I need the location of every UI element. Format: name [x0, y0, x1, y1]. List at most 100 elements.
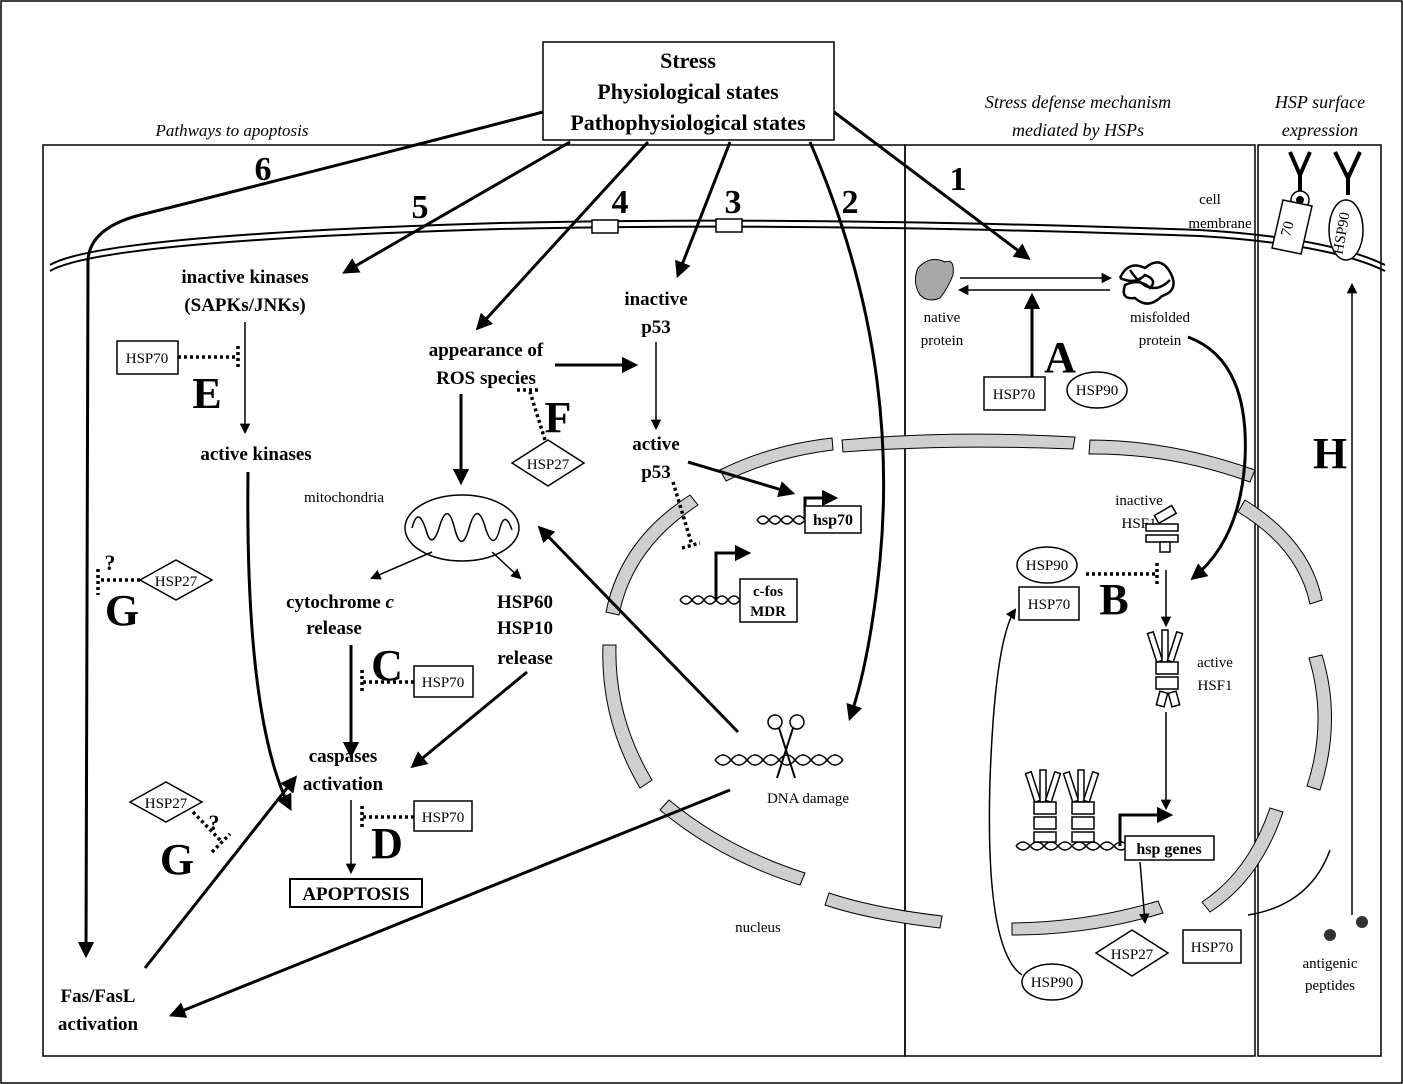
letter-a: A [1044, 333, 1076, 382]
pathway-number-1: 1 [950, 161, 967, 198]
inhibition-b-line [1086, 563, 1159, 585]
arrow-pathway-3 [675, 141, 732, 279]
hsp70-inhibitor-d: HSP70 [360, 800, 473, 832]
inhibition-f-line [517, 388, 547, 441]
arrow-pathway-1 [833, 110, 1031, 260]
arrow-dna-to-fas [168, 788, 731, 1018]
hsp70-label-product: HSP70 [1191, 940, 1234, 956]
cell-label: cell [1199, 192, 1221, 208]
hsp-genes-label: hsp genes [1136, 841, 1201, 858]
surface-title-line2: expression [1282, 120, 1358, 140]
arrow-pathway-5 [342, 140, 571, 274]
hsf1-trimer-bound-2 [1062, 769, 1100, 843]
arrow-fas-to-caspases [143, 775, 298, 969]
arrow-hsp60-to-caspases [410, 670, 528, 769]
arrow-hsp70-to-surface [1247, 849, 1331, 916]
hsp27-label-g-upper: HSP27 [155, 574, 198, 590]
caspases-label: caspases [309, 746, 378, 767]
pathway-number-2: 2 [842, 184, 859, 221]
cell-membrane [49, 218, 1386, 272]
arrow-pathway-2 [808, 141, 886, 722]
antigenic-peptide-dot [1324, 929, 1336, 941]
mitochondrion [404, 494, 520, 562]
letter-f: F [545, 393, 572, 442]
arrow-mito-to-hsp60 [491, 551, 522, 580]
misfolded-protein-label: protein [1139, 333, 1182, 349]
letter-b: B [1099, 575, 1128, 624]
inactive-p53-name: p53 [641, 317, 671, 338]
cytochrome-release-label: release [306, 618, 362, 639]
stress-label: Stress [660, 48, 716, 73]
nucleus-envelope [602, 433, 1332, 936]
inactive-hsf1-icon [1145, 504, 1179, 553]
pathway-number-5: 5 [412, 189, 429, 226]
ros-species-label: ROS species [436, 368, 536, 389]
inhibition-d-line [360, 806, 414, 828]
defense-title-line1: Stress defense mechanism [985, 92, 1171, 112]
hsp70-regulator-b: HSP70 [1018, 586, 1080, 621]
misfolded-label: misfolded [1130, 310, 1190, 326]
pathway-number-6: 6 [255, 151, 272, 188]
membrane-label: membrane [1188, 216, 1252, 232]
fas-activation-label: activation [58, 1014, 139, 1035]
hsp70-inhibitor-e: HSP70 [116, 340, 240, 375]
mdr-label: MDR [750, 604, 786, 620]
surface-panel [1257, 144, 1382, 1057]
cfos-mdr-gene: c-fos MDR [679, 544, 798, 623]
hsp70-gene: hsp70 [756, 489, 862, 534]
arrow-feedback-to-hsf1 [988, 608, 1023, 976]
hsp70-label-c: HSP70 [422, 675, 465, 691]
native-label: native [924, 310, 961, 326]
stress-arrows [77, 110, 1031, 959]
ros-appearance-label: appearance of [429, 340, 544, 361]
pathophysiological-label: Pathophysiological states [570, 110, 806, 135]
antigenic-peptide-dot [1356, 916, 1368, 928]
question-mark-lower: ? [209, 810, 220, 835]
inhibition-g-upper-line [96, 569, 140, 595]
caspases-activation-label: activation [303, 774, 384, 795]
pathways-title: Pathways to apoptosis [154, 121, 308, 140]
arrow-pathway-4 [475, 140, 650, 331]
hsp90-regulator-b: HSP90 [1016, 546, 1078, 584]
physiological-label: Physiological states [597, 79, 779, 104]
surface-title-line1: HSP surface [1274, 92, 1365, 112]
arrow-dna-to-mitochondria [537, 525, 740, 734]
hsp90-label-b: HSP90 [1026, 558, 1069, 574]
active-hsf1-name: HSF1 [1197, 678, 1232, 694]
arrow-kinases-to-caspases [246, 471, 292, 811]
hsp70-label-b: HSP70 [1028, 597, 1071, 613]
letter-c: C [371, 641, 403, 690]
hsp10-release-label: HSP10 [497, 618, 553, 639]
arrow-pathway-6 [77, 110, 544, 959]
inactive-kinases-label: inactive kinases [181, 267, 308, 288]
hsp70-label-e: HSP70 [126, 351, 169, 367]
hsp90-label-product: HSP90 [1031, 975, 1074, 991]
letter-g-upper: G [105, 586, 139, 635]
hsp60-release-label: HSP60 [497, 592, 553, 613]
active-hsf1-trimer-icon [1146, 629, 1184, 708]
native-protein-label: protein [921, 333, 964, 349]
surface-hsp90-antibody: HSP90 [1328, 151, 1364, 261]
surface-hsp70-antibody: 70 [1271, 151, 1313, 255]
active-p53-name: p53 [641, 462, 671, 483]
inhibition-c-line [360, 670, 414, 694]
arrow-misfolded-to-hsf1 [1187, 335, 1247, 581]
mitochondria-label: mitochondria [304, 490, 384, 506]
membrane-receptor-4 [591, 219, 619, 234]
letter-e: E [192, 369, 221, 418]
hsp27-inhibitor-g-lower: HSP27 ? [128, 781, 232, 854]
surface-hsp70-label: 70 [1278, 220, 1297, 239]
letter-d: D [371, 819, 403, 868]
cfos-label: c-fos [753, 584, 783, 600]
native-protein-icon [914, 259, 954, 301]
hsp27-label-f: HSP27 [527, 457, 570, 473]
hsp70-inhibitor-c: HSP70 [360, 665, 474, 698]
defense-panel [904, 144, 1256, 1057]
hsp70-label-a: HSP70 [993, 387, 1036, 403]
sapks-jnks-label: (SAPKs/JNKs) [184, 295, 305, 316]
active-hsf1-label: active [1197, 655, 1233, 671]
active-kinases-label: active kinases [200, 444, 311, 465]
hsp90-chaperone-a: HSP90 [1066, 371, 1128, 409]
